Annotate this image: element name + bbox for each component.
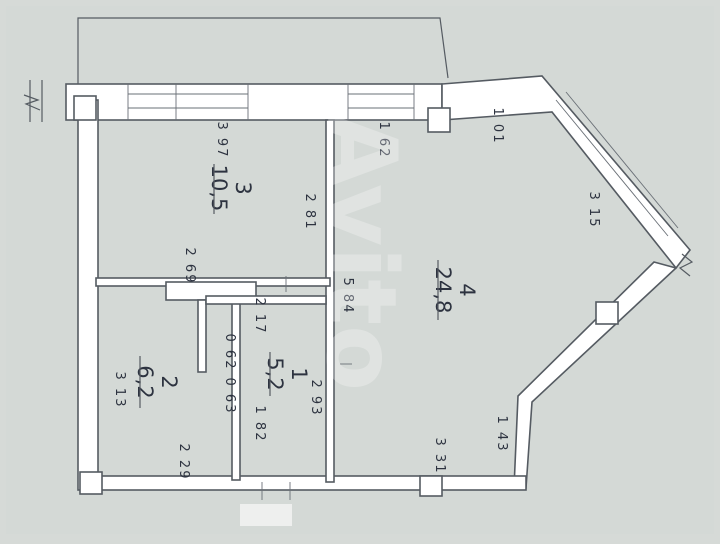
room-2-area: 6,2: [133, 365, 157, 398]
room-4-area: 24,8: [431, 267, 455, 314]
wall-break-marker: [23, 80, 43, 122]
dim-162: 1 62: [376, 122, 391, 159]
dim-229: 2 29: [176, 444, 191, 481]
dim-217: 2 17: [252, 298, 267, 335]
room-4-number: 4: [455, 283, 479, 296]
dim-313: 3 13: [112, 372, 127, 409]
dim-293: 2 93: [308, 380, 323, 417]
dim-397: 3 97: [214, 122, 229, 159]
dim-331: 3 31: [432, 438, 447, 475]
column-top-right: [427, 107, 451, 133]
column-right: [595, 301, 619, 325]
partition-inner: [197, 299, 207, 373]
room-1-number: 1: [287, 367, 311, 380]
tick-marks: [261, 276, 352, 500]
window-top-right: [347, 84, 415, 120]
bottom-wall: [95, 475, 527, 491]
left-wall: [77, 99, 99, 491]
dim-062: 0 62: [222, 334, 237, 371]
dim-584: 5 84: [340, 278, 355, 315]
dim-315: 3 15: [586, 192, 601, 229]
dim-269: 2 69: [182, 248, 197, 285]
dim-101: 1 01: [490, 108, 505, 145]
room-3-number: 3: [231, 181, 255, 194]
column-bottom-left: [79, 471, 103, 495]
window-angled: [555, 91, 679, 237]
balcony-outline: [77, 17, 449, 92]
column-bottom: [419, 475, 443, 497]
room-2-number: 2: [157, 375, 181, 388]
dim-063: 0 63: [222, 378, 237, 415]
wall-break-right: [678, 253, 694, 277]
room-1-area: 5,2: [263, 357, 287, 390]
partition-main: [325, 119, 335, 483]
dim-182: 1 82: [252, 406, 267, 443]
top-wall: [65, 83, 443, 121]
dim-143: 1 43: [494, 416, 509, 453]
partition-room1-top: [205, 295, 327, 305]
window-top-left: [127, 84, 249, 120]
dim-281: 2 81: [302, 194, 317, 231]
room-3-area: 10,5: [207, 165, 231, 212]
redacted-stamp: [240, 504, 292, 526]
column-top-left: [73, 95, 97, 121]
